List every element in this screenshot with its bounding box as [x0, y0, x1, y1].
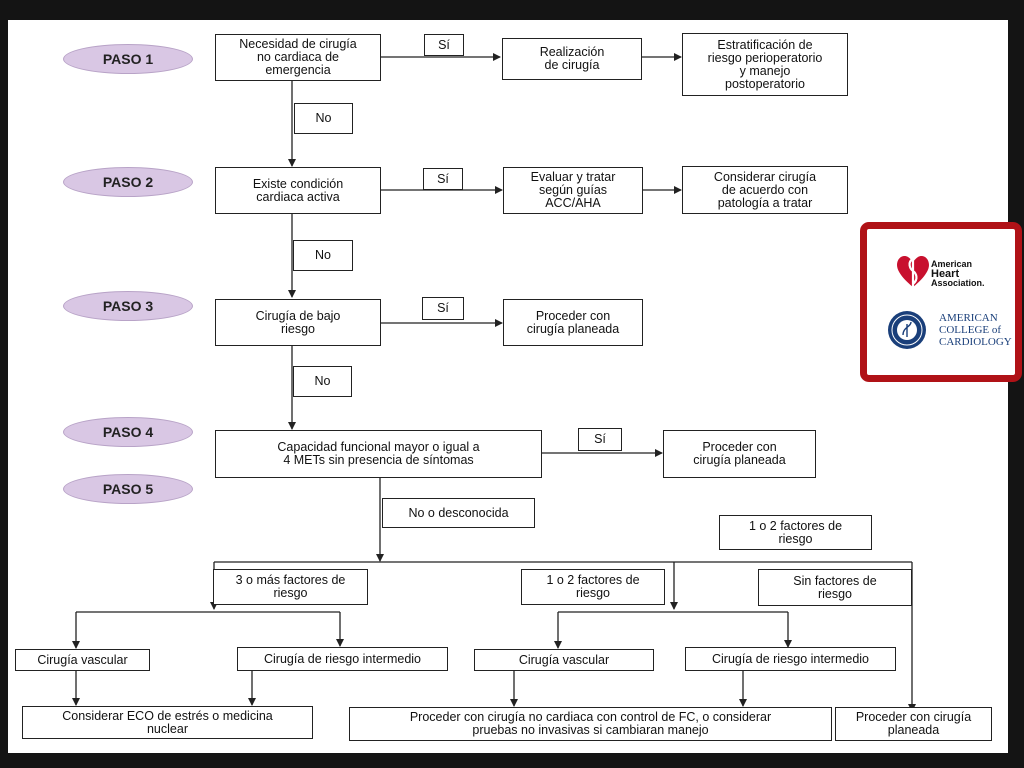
stress-echo-nuclear-box: Considerar ECO de estrés o medicina nucl…: [22, 706, 313, 739]
consider-surgery-box: Considerar cirugía de acuerdo con patolo…: [682, 166, 848, 214]
risk-factors-1-2-top-label: 1 o 2 factores de riesgo: [719, 515, 872, 550]
no-label-1: No: [294, 103, 353, 134]
aha-word-3: Association.: [931, 278, 985, 288]
no-label-2: No: [293, 240, 353, 271]
evaluate-treat-guidelines-box: Evaluar y tratar según guías ACC/AHA: [503, 167, 643, 214]
acc-word-1: AMERICAN: [939, 312, 998, 324]
acc-wordmark: AMERICAN COLLEGE of CARDIOLOGY: [939, 312, 1012, 348]
risk-stratification-box: Estratificación de riesgo perioperatorio…: [682, 33, 848, 96]
vascular-surgery-box-left: Cirugía vascular: [15, 649, 150, 671]
step-5-oval: PASO 5: [63, 474, 193, 504]
emergency-surgery-box: Necesidad de cirugía no cardiaca de emer…: [215, 34, 381, 81]
low-risk-surgery-box: Cirugía de bajo riesgo: [215, 299, 381, 346]
step-1-oval: PASO 1: [63, 44, 193, 74]
slide-frame: PASO 1 PASO 2 PASO 3 PASO 4 PASO 5 Neces…: [8, 20, 1008, 753]
intermediate-risk-surgery-box-left: Cirugía de riesgo intermedio: [237, 647, 448, 671]
heart-rate-control-box: Proceder con cirugía no cardiaca con con…: [349, 707, 832, 741]
no-or-unknown-label: No o desconocida: [382, 498, 535, 528]
aha-heart-icon: [897, 255, 929, 287]
active-cardiac-condition-box: Existe condición cardiaca activa: [215, 167, 381, 214]
aha-wordmark: American Heart Association.: [931, 259, 985, 289]
aha-word-2: Heart: [931, 267, 960, 280]
step-2-oval: PASO 2: [63, 167, 193, 197]
acc-seal-icon: [888, 311, 926, 349]
intermediate-risk-surgery-box-right: Cirugía de riesgo intermedio: [685, 647, 896, 671]
yes-label-4: Sí: [578, 428, 622, 451]
logo-card: American Heart Association. AMERICAN COL…: [860, 222, 1022, 382]
proceed-planned-surgery-box-final: Proceder con cirugía planeada: [835, 707, 992, 741]
proceed-planned-surgery-box-1: Proceder con cirugía planeada: [503, 299, 643, 346]
proceed-planned-surgery-box-2: Proceder con cirugía planeada: [663, 430, 816, 478]
vascular-surgery-box-right: Cirugía vascular: [474, 649, 654, 671]
no-risk-factors-label: Sin factores de riesgo: [758, 569, 912, 606]
yes-label-1: Sí: [424, 34, 464, 56]
step-4-oval: PASO 4: [63, 417, 193, 447]
aha-word-1: American: [931, 259, 973, 269]
functional-capacity-box: Capacidad funcional mayor o igual a 4 ME…: [215, 430, 542, 478]
yes-label-2: Sí: [423, 168, 463, 190]
no-label-3: No: [293, 366, 352, 397]
three-or-more-risk-factors-label: 3 o más factores de riesgo: [213, 569, 368, 605]
one-or-two-risk-factors-label: 1 o 2 factores de riesgo: [521, 569, 665, 605]
perform-surgery-box: Realización de cirugía: [502, 38, 642, 80]
logo-graphics: [888, 255, 929, 349]
yes-label-3: Sí: [422, 297, 464, 320]
connector-lines: [72, 53, 916, 712]
acc-word-3: CARDIOLOGY: [939, 336, 1012, 348]
step-3-oval: PASO 3: [63, 291, 193, 321]
acc-word-2: COLLEGE of: [939, 324, 1002, 336]
